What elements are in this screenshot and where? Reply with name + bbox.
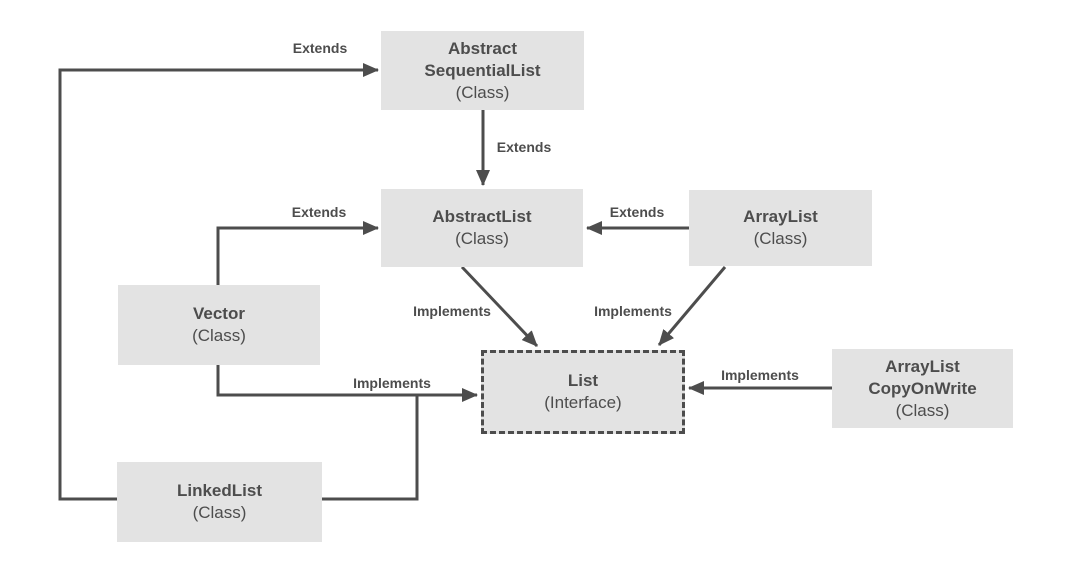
node-abstract-list: AbstractList (Class) <box>381 189 583 267</box>
node-name: Abstract SequentialList <box>424 38 541 80</box>
edge-array-list-implements-list <box>657 266 727 346</box>
node-name: ArrayList <box>743 207 818 226</box>
edge-vector-implements-list <box>216 365 478 402</box>
node-vector: Vector (Class) <box>118 285 320 365</box>
node-type: (Interface) <box>544 393 622 412</box>
node-name: Vector <box>193 304 245 323</box>
edge-label-array-list-implements: Implements <box>594 303 672 319</box>
node-type: (Class) <box>753 229 808 248</box>
node-type: (Class) <box>895 400 950 420</box>
edge-label-abstract-list-implements: Implements <box>413 303 491 319</box>
node-type: (Class) <box>455 82 510 102</box>
edge-label-copy-on-write-implements: Implements <box>721 367 799 383</box>
edge-label-linked-list-extends: Extends <box>292 40 348 56</box>
node-name: ArrayList CopyOnWrite <box>868 356 977 398</box>
edge-vector-extends-abstract-list <box>216 221 379 285</box>
node-array-list: ArrayList (Class) <box>689 190 872 266</box>
node-type: (Class) <box>192 503 247 522</box>
node-name: LinkedList <box>176 481 262 500</box>
node-list-interface: List (Interface) <box>481 350 685 434</box>
node-array-list-copy-on-write: ArrayList CopyOnWrite (Class) <box>832 349 1013 428</box>
node-abstract-sequential-list: Abstract SequentialList (Class) <box>381 31 584 110</box>
edge-linked-list-extends-abstract-sequential-list <box>58 63 379 501</box>
node-type: (Class) <box>455 229 509 248</box>
node-linked-list: LinkedList (Class) <box>117 462 322 542</box>
edge-label-vector-linked-list-implements: Implements <box>353 375 431 391</box>
node-name: AbstractList <box>432 207 532 226</box>
edge-label-array-list-extends: Extends <box>609 204 665 220</box>
node-type: (Class) <box>192 326 246 345</box>
edge-linked-list-joins-implements-list <box>322 395 419 501</box>
edge-abstract-list-implements-list <box>460 265 539 348</box>
edge-label-abstract-sequential-list-extends: Extends <box>496 139 552 155</box>
edge-label-vector-extends: Extends <box>291 204 347 220</box>
node-name: List <box>567 371 599 390</box>
